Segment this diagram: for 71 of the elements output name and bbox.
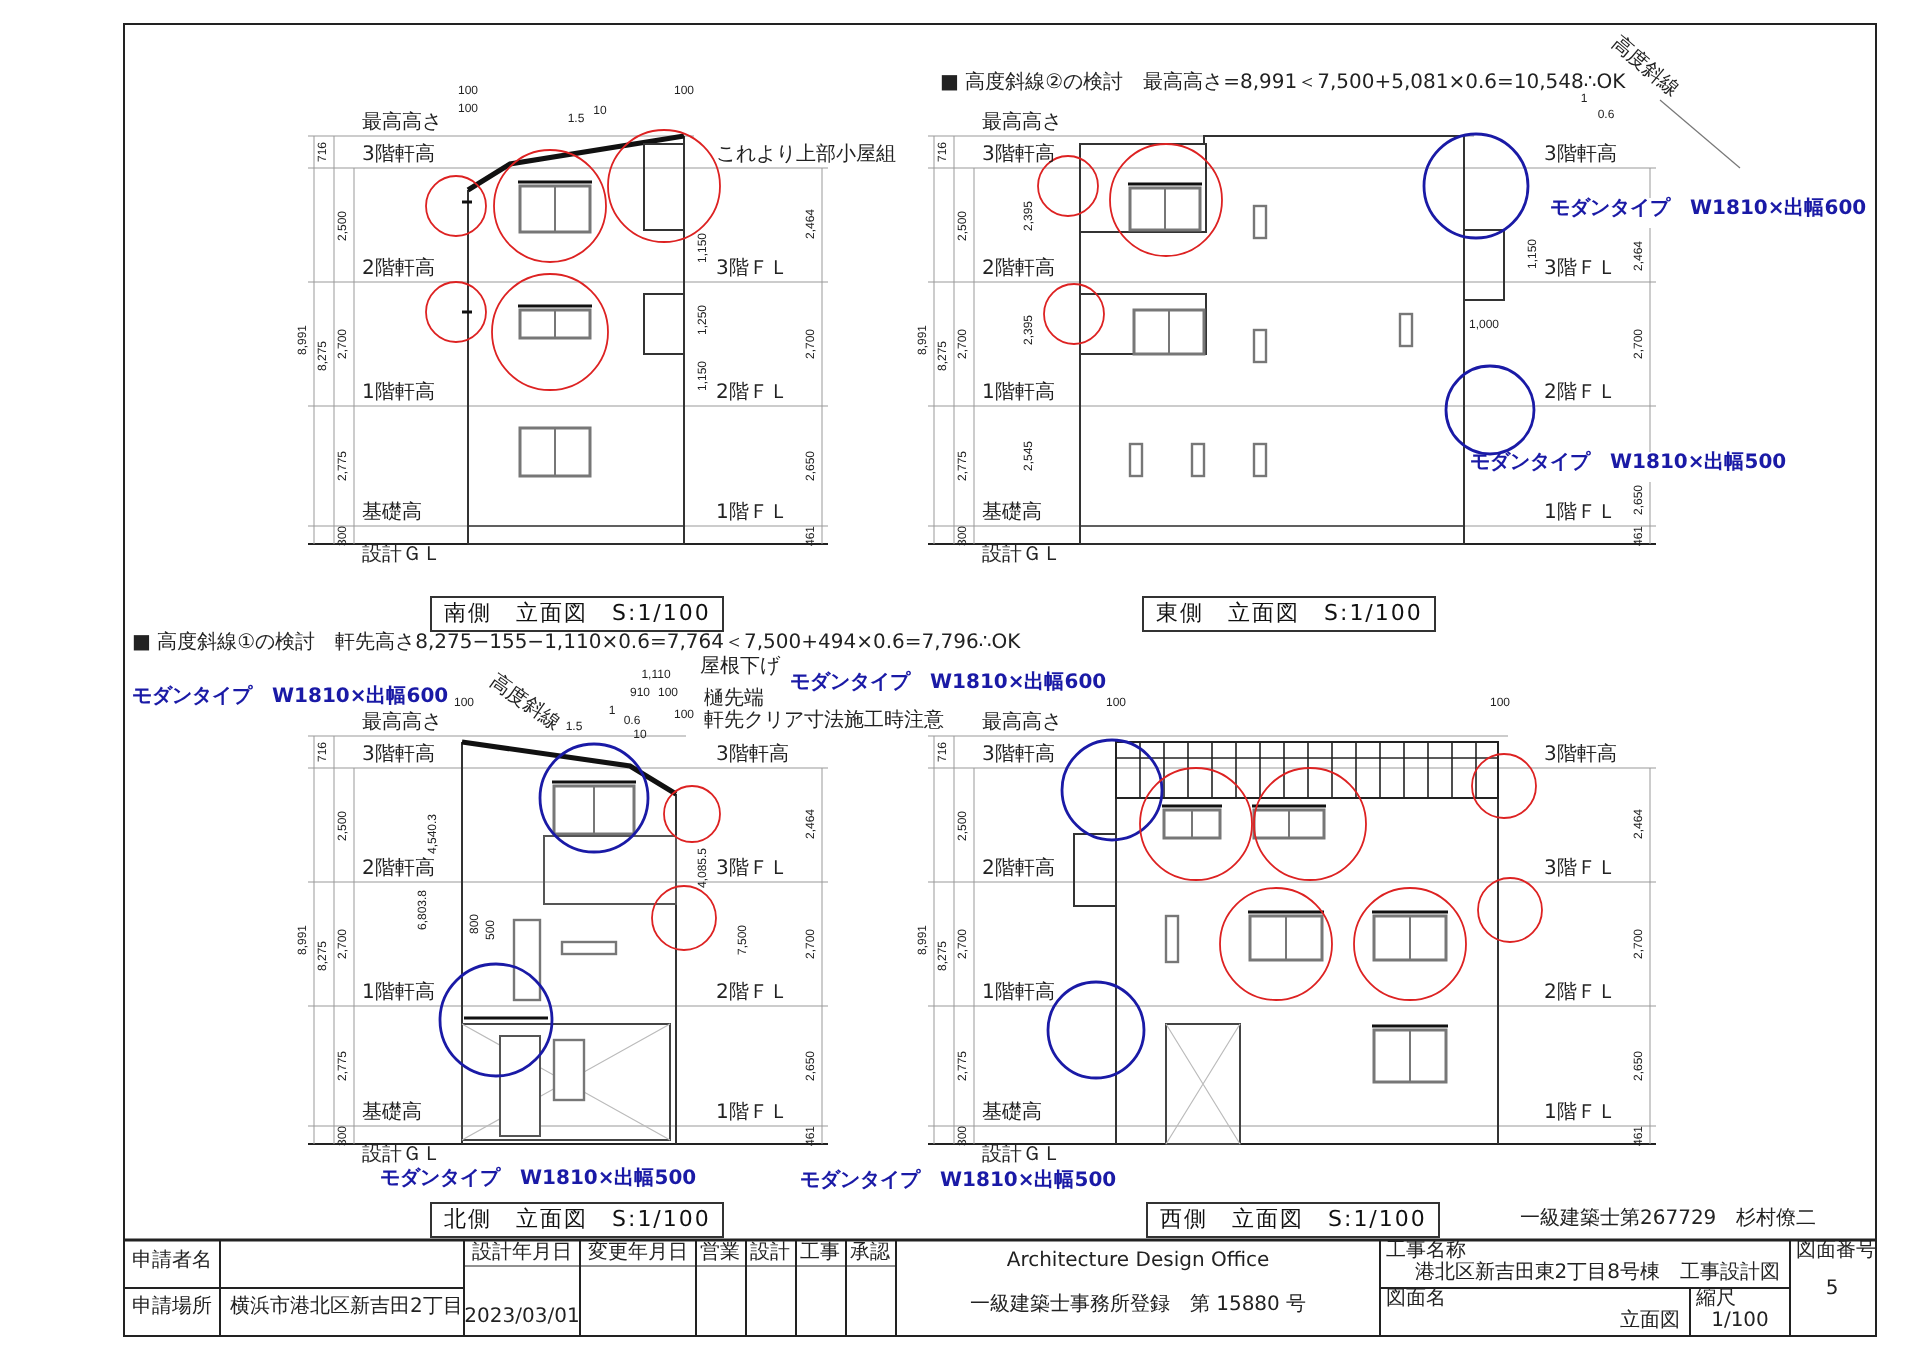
- level-label: 3階ＦＬ: [716, 860, 789, 880]
- note-text: ■ 高度斜線②の検討 最高高さ=8,991＜7,500+5,081×0.6=10,548∴OK: [940, 74, 1626, 94]
- callout-text: モダンタイプ W1810×出幅600: [1550, 200, 1867, 220]
- callout-text: モダンタイプ W1810×出幅600: [132, 688, 449, 708]
- level-label: 2階軒高: [982, 260, 1055, 280]
- level-label: 2階軒高: [362, 260, 435, 280]
- level-label: 基礎高: [362, 504, 422, 524]
- annotation-text: 屋根下げ: [700, 658, 780, 678]
- column-header: 工事: [800, 1244, 840, 1264]
- date-text: 2023/03/01: [464, 1308, 580, 1328]
- level-label: 3階軒高: [1544, 146, 1617, 166]
- signature-text: 一級建築士第267729 杉村僚二: [1520, 1210, 1817, 1230]
- view-title-box: 北側 立面図 S:1/100: [430, 1202, 725, 1238]
- level-label: 基礎高: [362, 1104, 422, 1124]
- level-label: 最高高さ: [362, 714, 442, 734]
- field-label: 工事名称: [1386, 1242, 1466, 1262]
- level-label: これより上部小屋組: [716, 146, 896, 166]
- annotation-text: 樋先端: [704, 690, 764, 710]
- level-label: 3階軒高: [982, 746, 1055, 766]
- level-label: 1階軒高: [982, 984, 1055, 1004]
- level-label: 1階軒高: [362, 984, 435, 1004]
- field-value: 港北区新吉田東2丁目8号棟 工事設計図: [1414, 1264, 1780, 1284]
- level-label: 最高高さ: [362, 114, 442, 134]
- level-label: 2階ＦＬ: [1544, 384, 1617, 404]
- field-value: 横浜市港北区新吉田2丁目: [230, 1298, 463, 1318]
- level-label: 2階ＦＬ: [716, 984, 789, 1004]
- level-label: 1階ＦＬ: [1544, 504, 1617, 524]
- field-value: 5: [1825, 1280, 1839, 1300]
- column-header: 設計年月日: [472, 1244, 572, 1264]
- level-label: 基礎高: [982, 1104, 1042, 1124]
- level-label: 1階軒高: [982, 384, 1055, 404]
- column-header: 設計: [750, 1244, 790, 1264]
- callout-text: モダンタイプ W1810×出幅500: [380, 1170, 697, 1190]
- level-label: 2階軒高: [362, 860, 435, 880]
- note-text: ■ 高度斜線①の検討 軒先高さ8,275−155−1,110×0.6=7,764＜7,500+494×0.6=7,796∴OK: [132, 634, 1021, 654]
- level-label: 1階ＦＬ: [716, 504, 789, 524]
- callout-text: モダンタイプ W1810×出幅500: [800, 1172, 1117, 1192]
- field-label: 申請場所: [132, 1298, 212, 1318]
- level-label: 3階軒高: [1544, 746, 1617, 766]
- field-label: 図面名: [1386, 1290, 1446, 1310]
- level-label: 3階軒高: [362, 746, 435, 766]
- view-title-box: 東側 立面図 S:1/100: [1142, 596, 1437, 632]
- callout-text: モダンタイプ W1810×出幅500: [1470, 454, 1787, 474]
- level-label: 3階軒高: [982, 146, 1055, 166]
- field-label: 申請者名: [132, 1252, 212, 1272]
- view-title-box: 西側 立面図 S:1/100: [1146, 1202, 1441, 1238]
- annotation-text: 軒先クリア寸法施工時注意: [704, 712, 944, 732]
- column-header: 営業: [700, 1244, 740, 1264]
- field-value: 1/100: [1711, 1312, 1769, 1332]
- level-label: 3階ＦＬ: [1544, 860, 1617, 880]
- slope-label: 高度斜線: [485, 672, 563, 736]
- level-label: 3階ＦＬ: [716, 260, 789, 280]
- column-header: 変更年月日: [588, 1244, 688, 1264]
- level-label: 基礎高: [982, 504, 1042, 524]
- level-label: 2階軒高: [982, 860, 1055, 880]
- level-label: 最高高さ: [982, 714, 1062, 734]
- level-label: 3階軒高: [716, 746, 789, 766]
- level-label: 1階軒高: [362, 384, 435, 404]
- level-label: 2階ＦＬ: [1544, 984, 1617, 1004]
- field-value: 立面図: [1620, 1312, 1680, 1332]
- view-title-box: 南側 立面図 S:1/100: [430, 596, 725, 632]
- callout-text: モダンタイプ W1810×出幅600: [790, 674, 1107, 694]
- column-header: 承認: [850, 1244, 890, 1264]
- level-label: 3階軒高: [362, 146, 435, 166]
- level-label: 2階ＦＬ: [716, 384, 789, 404]
- level-label: 最高高さ: [982, 114, 1062, 134]
- office-text: 一級建築士事務所登録 第 15880 号: [969, 1296, 1307, 1316]
- level-label: 3階ＦＬ: [1544, 260, 1617, 280]
- level-label: 1階ＦＬ: [1544, 1104, 1617, 1124]
- level-label: 1階ＦＬ: [716, 1104, 789, 1124]
- office-text: Architecture Design Office: [1006, 1252, 1270, 1272]
